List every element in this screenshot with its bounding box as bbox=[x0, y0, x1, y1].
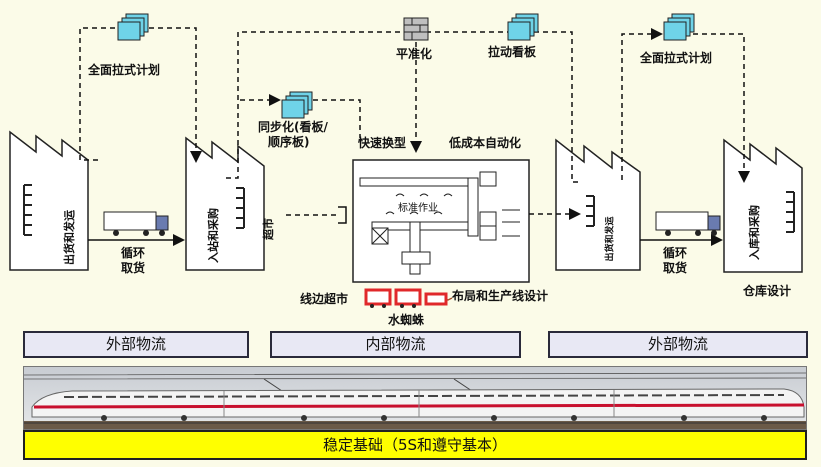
band-internal-logistics: 内部物流 bbox=[270, 331, 521, 358]
standard-work-label: 标准作业 bbox=[398, 203, 438, 214]
train-image bbox=[23, 366, 807, 430]
factory-icon-ship-right bbox=[555, 138, 641, 271]
sync-label-2: 顺序板) bbox=[268, 135, 310, 149]
brick-icon bbox=[403, 17, 429, 41]
warehouse-label: 仓库设计 bbox=[743, 284, 792, 298]
supermarket-label: 超市 bbox=[262, 218, 275, 240]
document-icon bbox=[507, 13, 539, 41]
ship-label-left: 出货和发运 bbox=[63, 210, 76, 265]
document-icon bbox=[117, 13, 149, 41]
automation-label: 低成本自动化 bbox=[449, 136, 522, 150]
layout-label: 布局和生产线设计 bbox=[452, 289, 549, 303]
truck-icon bbox=[655, 211, 721, 236]
water-spider-label: 水蜘蛛 bbox=[388, 313, 425, 327]
level-label: 平准化 bbox=[396, 47, 433, 61]
ship-label-right: 出货和发运 bbox=[605, 216, 616, 262]
document-icon bbox=[281, 91, 313, 119]
loop-label-left-1: 循环 bbox=[121, 246, 146, 260]
loop-label-right-1: 循环 bbox=[663, 246, 688, 260]
truck-icon bbox=[103, 211, 169, 236]
receive-label-right: 入库和采购 bbox=[748, 205, 761, 260]
factory-icon-ship-left bbox=[9, 130, 89, 271]
loop-label-right-2: 取货 bbox=[663, 261, 688, 275]
line-supermarket-label: 线边超市 bbox=[300, 292, 349, 306]
foundation-bar: 稳定基础（5S和遵守基本） bbox=[23, 430, 807, 460]
kanban-label: 拉动看板 bbox=[488, 45, 537, 59]
factory-icon-warehouse bbox=[723, 138, 803, 273]
factory-icon-receive bbox=[185, 136, 265, 271]
wagon-icon bbox=[364, 288, 448, 308]
quick-change-label: 快速换型 bbox=[358, 136, 407, 150]
plan-label-right: 全面拉式计划 bbox=[640, 51, 713, 65]
band-external-logistics-right: 外部物流 bbox=[548, 331, 808, 358]
plant-layout-box bbox=[352, 159, 530, 283]
plan-label-left-text: 全面拉式计划 bbox=[88, 63, 161, 77]
receive-label-left: 入站和采购 bbox=[207, 208, 220, 263]
plan-label-left: 全面拉式计划 bbox=[88, 63, 160, 77]
document-icon bbox=[663, 13, 695, 41]
loop-label-left-2: 取货 bbox=[121, 261, 146, 275]
band-external-logistics-left: 外部物流 bbox=[23, 331, 249, 358]
sync-label-1: 同步化(看板/ bbox=[258, 120, 328, 134]
